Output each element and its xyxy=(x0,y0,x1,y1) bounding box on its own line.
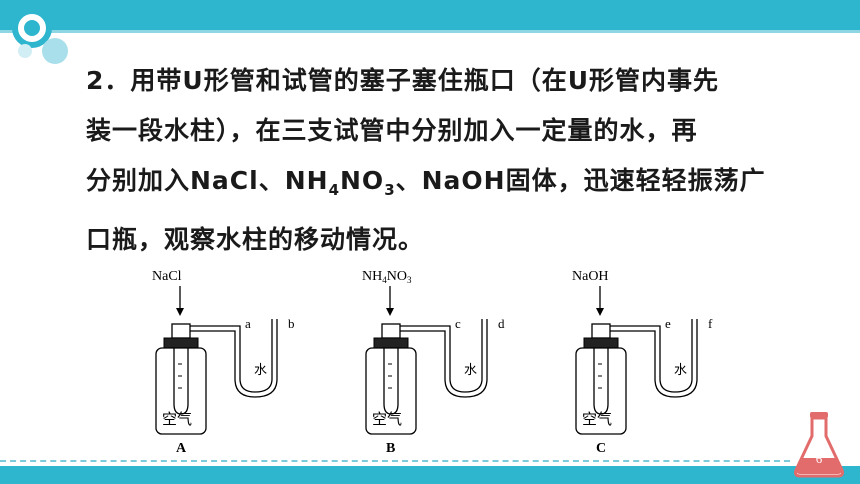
label-a: a xyxy=(245,316,251,331)
bottom-banner xyxy=(0,466,860,484)
top-banner-stripe xyxy=(0,30,860,33)
top-banner xyxy=(0,0,860,30)
bubble-circle xyxy=(42,38,68,64)
decorative-circles xyxy=(0,0,80,70)
air-label-b: 空气 xyxy=(372,410,402,428)
water-label-c: 水 xyxy=(674,363,687,378)
label-d: d xyxy=(498,316,505,331)
u-tube-a xyxy=(190,319,273,393)
bottle-c xyxy=(575,347,627,435)
apparatus-a: NaCl a b 水 空气 A xyxy=(152,269,295,456)
caption-a: A xyxy=(176,441,187,456)
test-tube-a xyxy=(173,348,189,415)
apparatus-b: NH4NO3 c d 水 空气 B xyxy=(362,269,505,456)
question-line-4: 口瓶，观察水柱的移动情况。 xyxy=(86,225,425,254)
caption-b: B xyxy=(386,441,395,456)
air-label-a: 空气 xyxy=(162,410,192,428)
label-b: b xyxy=(288,316,295,331)
apparatus-figures: NaCl a b 水 空气 A NH4NO3 c d 水 空气 B NaOH xyxy=(152,269,713,456)
flask-icon xyxy=(794,412,844,478)
question-number: 2． xyxy=(86,66,131,95)
label-e: e xyxy=(665,316,671,331)
bottle-a xyxy=(155,347,207,435)
reagent-label-a: NaCl xyxy=(152,269,182,284)
air-label-c: 空气 xyxy=(582,410,612,428)
arrow-head-a xyxy=(176,308,184,316)
label-c: c xyxy=(455,316,461,331)
question-line-2: 装一段水柱），在三支试管中分别加入一定量的水，再 xyxy=(86,116,698,145)
question-text: 2．用带U形管和试管的塞子塞住瓶口（在U形管内事先 装一段水柱），在三支试管中分… xyxy=(86,56,816,265)
ring-circle xyxy=(12,8,52,48)
caption-c: C xyxy=(596,441,606,456)
water-label-b: 水 xyxy=(464,363,477,378)
question-line-3: 分别加入NaCl、NH4NO3、NaOH固体，迅速轻轻振荡广 xyxy=(86,166,766,199)
footer-dashed-line xyxy=(0,460,790,462)
label-f: f xyxy=(708,316,713,331)
reagent-label-b: NH4NO3 xyxy=(362,269,412,285)
small-bubble-circle xyxy=(18,44,32,58)
question-line-1: 2．用带U形管和试管的塞子塞住瓶口（在U形管内事先 xyxy=(86,66,720,95)
water-label-a: 水 xyxy=(254,363,267,378)
bottle-b xyxy=(365,347,417,435)
reagent-label-c: NaOH xyxy=(572,269,609,284)
apparatus-c: NaOH e f 水 空气 C xyxy=(572,269,713,456)
page-number: 6 xyxy=(815,451,823,466)
